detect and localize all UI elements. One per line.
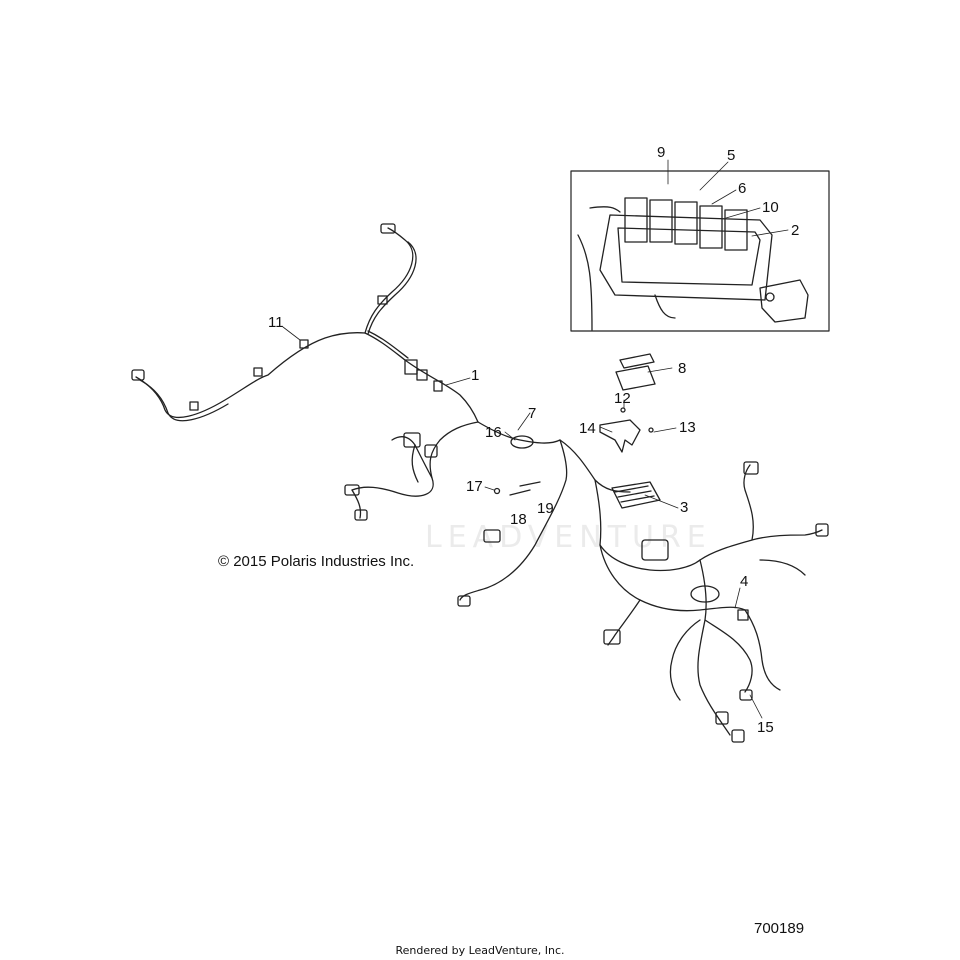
callout-16: 16 (485, 424, 502, 441)
connector (344, 484, 360, 496)
callout-11: 11 (268, 314, 284, 331)
clip (299, 339, 309, 349)
connector (743, 461, 759, 475)
clip (377, 295, 388, 305)
screw-13 (648, 427, 654, 433)
grommet (690, 585, 720, 603)
callout-9: 9 (657, 144, 665, 161)
callout-10: 10 (762, 199, 779, 216)
callout-7: 7 (528, 405, 536, 422)
fuse-block (611, 481, 661, 509)
callout-18: 18 (510, 511, 527, 528)
callout-12: 12 (614, 390, 631, 407)
connector (354, 509, 368, 521)
relay-inset (570, 170, 830, 332)
part-18 (509, 489, 531, 496)
callout-1: 1 (471, 367, 479, 384)
callout-8: 8 (678, 360, 686, 377)
callout-15: 15 (757, 719, 774, 736)
connector (603, 629, 621, 645)
connector (737, 609, 749, 621)
callout-3: 3 (680, 499, 688, 516)
connector-block (641, 539, 669, 561)
callout-17: 17 (466, 478, 483, 495)
callout-6: 6 (738, 180, 746, 197)
leader-lines (282, 159, 789, 719)
callout-2: 2 (791, 222, 799, 239)
upper-harness (131, 223, 479, 423)
connector (424, 444, 438, 458)
connector (416, 369, 428, 381)
connector (739, 689, 753, 701)
rendered-by-footer: Rendered by LeadVenture, Inc. (395, 944, 565, 957)
part-17 (493, 487, 501, 495)
callout-14: 14 (579, 420, 596, 437)
callout-5: 5 (727, 147, 735, 164)
connector (483, 529, 501, 543)
connector (404, 359, 418, 375)
grommet-16 (510, 435, 534, 449)
fuse-cover (615, 353, 656, 391)
clip (253, 367, 263, 377)
connector (380, 223, 396, 234)
callouts: 9 5 6 10 2 11 1 8 12 7 13 14 16 17 3 19 … (268, 144, 799, 736)
connector (433, 380, 443, 392)
connector (457, 595, 471, 607)
connector (731, 729, 745, 743)
connector (403, 432, 421, 448)
connector (131, 369, 145, 381)
callout-19: 19 (537, 500, 554, 517)
connector (715, 711, 729, 725)
callout-4: 4 (740, 573, 748, 590)
screw-12 (620, 407, 626, 413)
clip (189, 401, 199, 411)
bracket (599, 419, 641, 453)
main-harness (344, 421, 829, 743)
copyright-notice: © 2015 Polaris Industries Inc. (218, 553, 415, 570)
leadventure-watermark: LEADVENTURE (425, 520, 712, 555)
connector (815, 523, 829, 537)
callout-13: 13 (679, 419, 696, 436)
figure-number: 700189 (754, 920, 805, 937)
part-19 (519, 481, 541, 487)
